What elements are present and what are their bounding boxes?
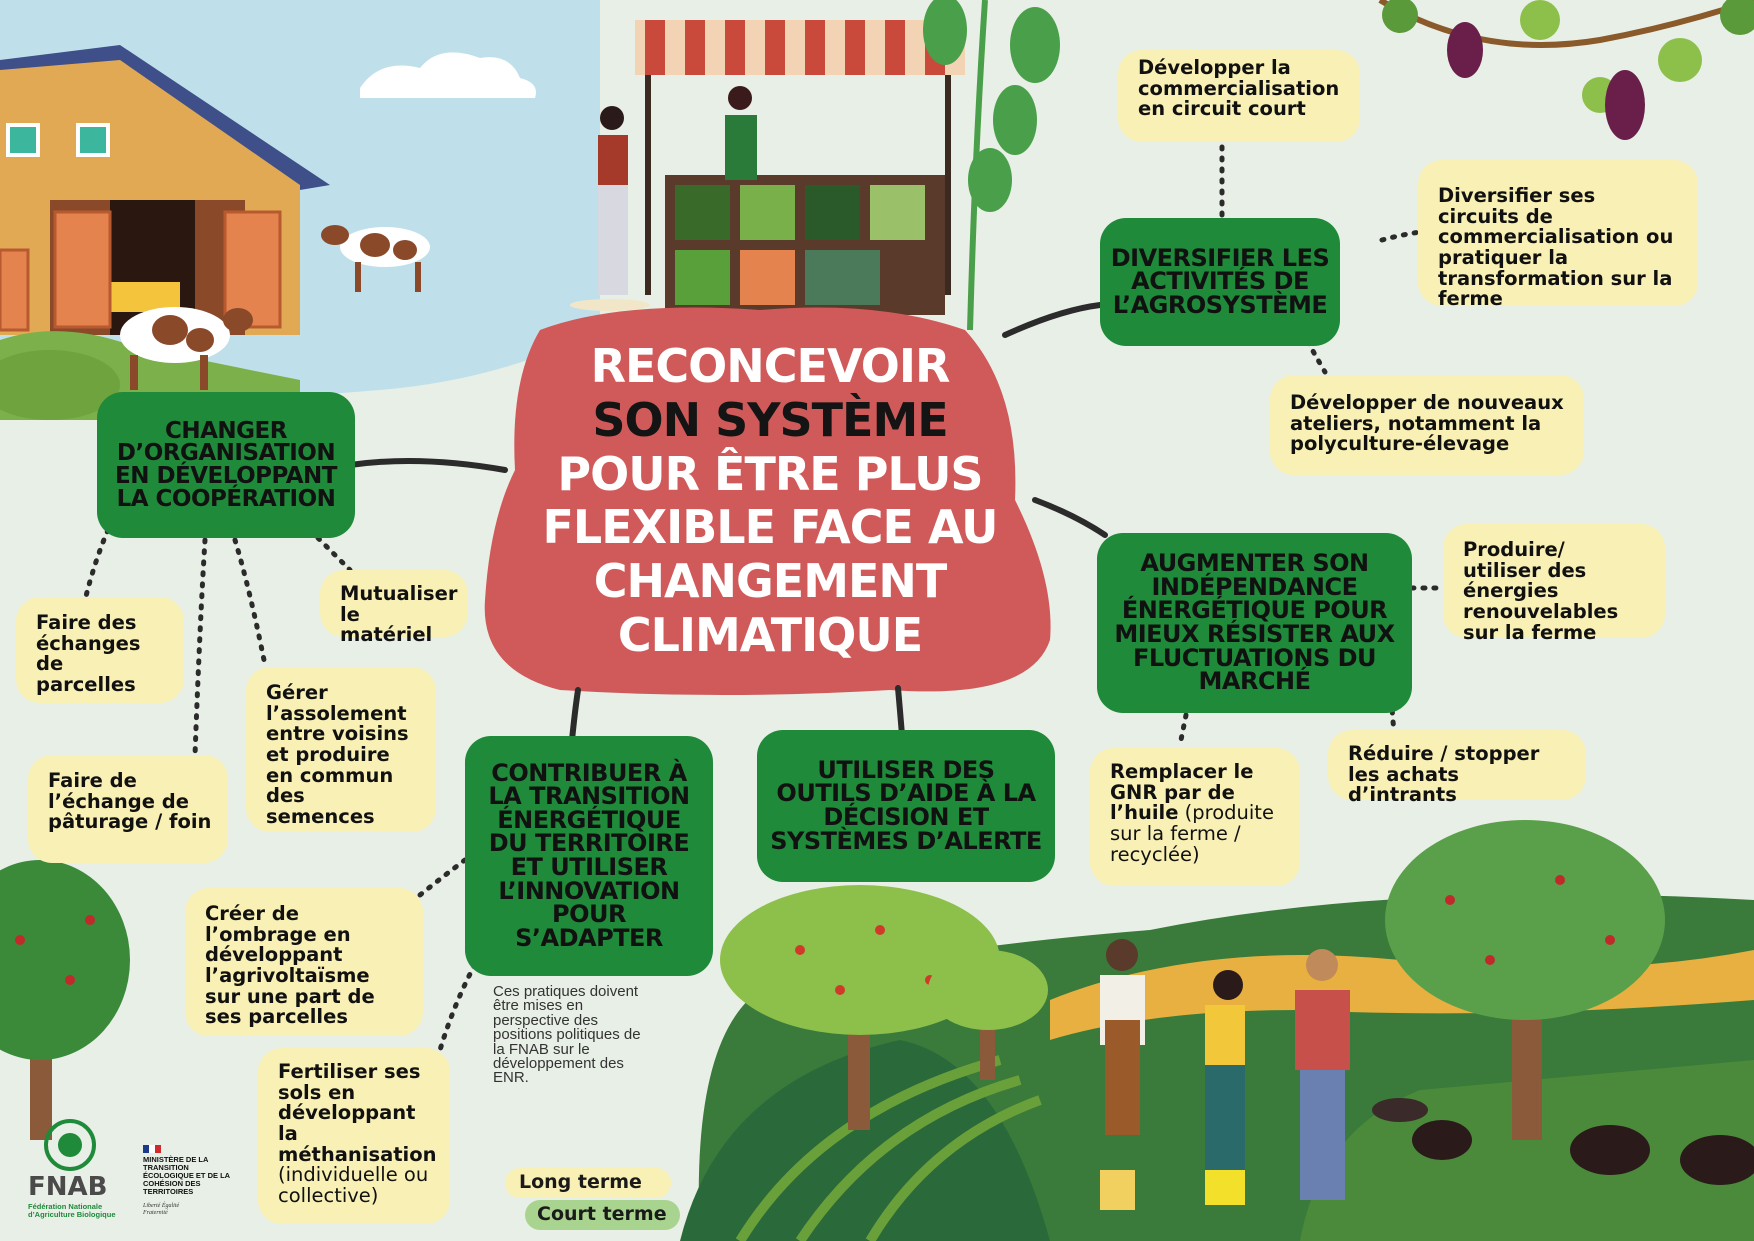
market-stall-icon: [570, 20, 965, 315]
ministere-logo-text: MINISTÈRE DE LA TRANSITION ÉCOLOGIQUE ET…: [143, 1155, 230, 1196]
item-mutualiser: Mutualiser le matériel: [320, 570, 468, 645]
item-renouvelables: Produire/ utiliser des énergies renouvel…: [1443, 524, 1665, 642]
central-title-line: RECONCEVOIR: [590, 339, 951, 393]
cherry-tree-icon: [0, 860, 130, 1140]
item-echanges-parcelles: Faire des échanges de parcelles: [16, 597, 184, 703]
legend-short-term: Court terme: [525, 1200, 680, 1230]
barn-icon: [0, 30, 330, 335]
item-methanisation-bold: Fertiliser ses sols en développant la mé…: [278, 1060, 437, 1166]
cow-icon: [120, 307, 253, 390]
apple-tree-icon: [720, 885, 1048, 1130]
cherry-tree-icon: [1385, 820, 1665, 1140]
item-assolement: Gérer l’assolement entre voisins et prod…: [246, 667, 436, 832]
branch-energie-title: AUGMENTER SON INDÉPENDANCE ÉNERGÉTIQUE P…: [1097, 533, 1412, 713]
central-title: RECONCEVOIR SON SYSTÈME POUR ÊTRE PLUS F…: [520, 339, 1020, 663]
item-gnr-light: (produite sur la ferme / recyclée): [1110, 801, 1274, 866]
item-circuit-court: Développer la commercialisation en circu…: [1118, 50, 1360, 142]
item-intrants: Réduire / stopper les achats d’intrants: [1328, 730, 1586, 805]
legend-long-term: Long terme: [505, 1168, 671, 1198]
central-title-line: CLIMATIQUE: [617, 608, 923, 663]
vine-grapes-icon: [1378, 0, 1754, 140]
central-title-line: CHANGEMENT: [593, 554, 948, 609]
item-ateliers: Développer de nouveaux ateliers, notamme…: [1270, 375, 1584, 475]
central-title-line: FLEXIBLE FACE AU: [542, 500, 998, 555]
footnote: Ces pratiques doivent être mises en pers…: [493, 983, 641, 1087]
central-title-line: SON SYSTÈME: [592, 392, 948, 447]
marianne-logo-icon: [143, 1145, 161, 1153]
branch-outils-title: UTILISER DES OUTILS D’AIDE À LA DÉCISION…: [757, 730, 1055, 882]
branch-cooperation-title: CHANGER D’ORGANISATION EN DÉVELOPPANT LA…: [97, 392, 355, 538]
item-methanisation: Fertiliser ses sols en développant la mé…: [258, 1048, 450, 1224]
farmers-icon: [1100, 939, 1350, 1210]
sheep-icon: [1372, 1098, 1754, 1185]
plant-icon: [923, 0, 1060, 331]
ministere-devise: Liberté Égalité Fraternité: [143, 1203, 180, 1216]
branch-diversifier-title: DIVERSIFIER LES ACTIVITÉS DE L’AGROSYSTÈ…: [1100, 218, 1340, 346]
central-title-line: POUR ÊTRE PLUS: [557, 446, 983, 501]
item-circuits: Diversifier ses circuits de commercialis…: [1418, 160, 1698, 309]
item-echange-paturage: Faire de l’échange de pâturage / foin: [28, 755, 228, 863]
item-gnr-bold: Remplacer le GNR par de l’huile: [1110, 760, 1254, 825]
fnab-logo-text: FNAB: [28, 1172, 108, 1202]
cow-icon: [321, 225, 430, 292]
fnab-logo-subtitle: Fédération Nationale d’Agriculture Biolo…: [28, 1202, 116, 1220]
item-ombrage: Créer de l’ombrage en développant l’agri…: [185, 888, 423, 1036]
item-gnr: Remplacer le GNR par de l’huile (produit…: [1090, 748, 1300, 886]
central-blob: [484, 307, 1051, 695]
fnab-logo-icon: [44, 1119, 96, 1171]
item-methanisation-light: (individuelle ou collective): [278, 1163, 429, 1207]
branch-transition-title: CONTRIBUER À LA TRANSITION ÉNERGÉTIQUE D…: [465, 736, 713, 976]
